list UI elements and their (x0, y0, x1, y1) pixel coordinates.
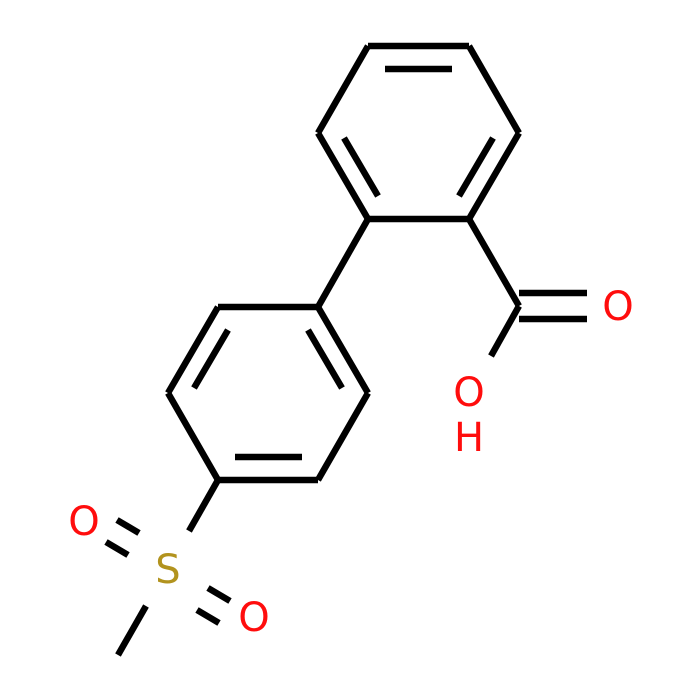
bond (315, 305, 371, 395)
double-bond-inner (456, 136, 496, 198)
double-bond-inner (191, 328, 231, 390)
biaryl-bond (315, 217, 371, 309)
hydroxyl-oxygen-label: O (453, 370, 484, 416)
upper-benzene-ring (315, 42, 522, 223)
sulfur-label: S (155, 547, 180, 593)
carbonyl-oxygen-label: O (602, 284, 633, 330)
bond (466, 131, 522, 221)
hydroxyl-hydrogen-label: H (454, 415, 484, 461)
methyl-bond (115, 604, 149, 657)
bond (466, 217, 522, 308)
carboxylic-acid-group: O O H (453, 217, 634, 461)
bond (466, 44, 522, 135)
bond (165, 305, 221, 395)
bond (315, 391, 371, 482)
sulfonyl-double-bond (195, 607, 221, 626)
methylsulfonyl-group: S O O (68, 478, 270, 657)
double-bond-inner (305, 328, 345, 390)
sulfonyl-oxygen-lower-label: O (238, 595, 269, 641)
bond (165, 391, 221, 482)
sulfonyl-oxygen-upper-label: O (68, 499, 99, 545)
bond (488, 304, 522, 358)
sulfonyl-double-bond (206, 585, 232, 604)
sulfonyl-double-bond (115, 517, 141, 536)
double-bond-inner (341, 136, 381, 198)
bond (315, 131, 371, 221)
sulfonyl-double-bond (104, 539, 130, 558)
bond (315, 44, 371, 135)
lower-benzene-ring (165, 303, 371, 484)
bond (186, 478, 221, 533)
